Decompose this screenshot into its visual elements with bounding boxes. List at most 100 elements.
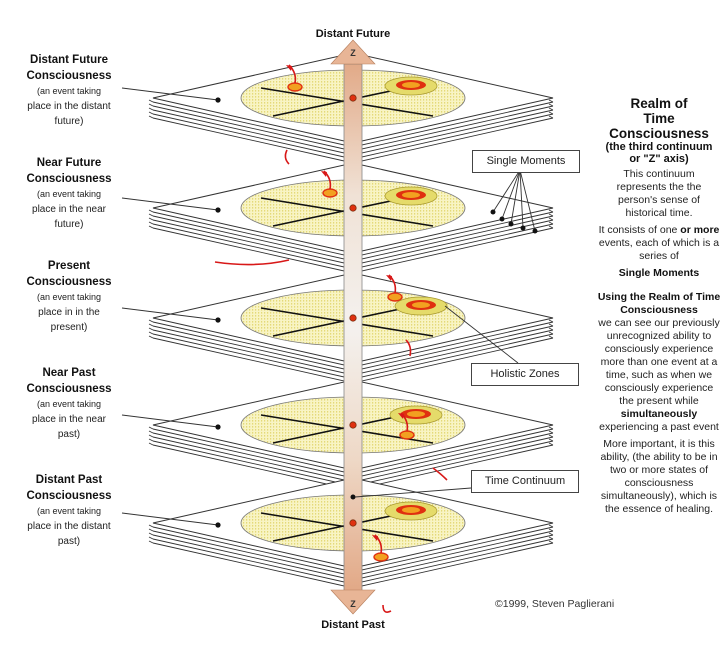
sheet-fold: [148, 528, 554, 532]
single-moments-leader: [492, 169, 521, 213]
axis-node: [349, 204, 357, 212]
sheet-fold: [148, 99, 554, 103]
time-link-curve: [214, 259, 290, 266]
sidebar-text: events, each of which is a series of: [598, 237, 720, 262]
single-moment-dot: [490, 209, 496, 215]
sheet-fold: [148, 319, 554, 323]
layer-subtitle: (an event taking: [36, 189, 102, 199]
holistic-zones-leader: [444, 305, 519, 364]
label-pointer-dot: [215, 97, 221, 103]
time-link-curve: [382, 604, 392, 613]
callout-time-continuum: Time Continuum: [471, 470, 579, 493]
sheet-fold: [148, 524, 554, 528]
layer-subtitle: place in the near: [32, 204, 106, 215]
label-pointer-dot: [215, 317, 221, 323]
single-moments-leader: [519, 169, 524, 229]
sheet-fold: [148, 438, 554, 442]
sheet-fold: [148, 103, 554, 107]
layer-title: Near Future: [36, 157, 102, 169]
event-arrowhead: [286, 65, 292, 71]
time-axis-arrow: ZZ: [330, 39, 376, 615]
sheet-fold: [148, 107, 554, 111]
sidebar-bold-text: simultaneously: [620, 408, 698, 420]
sidebar-text: we can see our previously unrecognized a…: [598, 317, 720, 407]
axis-node: [349, 94, 357, 102]
single-moment-dot: [508, 221, 514, 227]
layer-title: Distant Past: [35, 474, 103, 486]
layer-subtitle: (an event taking: [36, 86, 102, 96]
sheet-fold: [148, 536, 554, 540]
sidebar-heading: Time: [643, 111, 675, 126]
sheet-fold: [148, 442, 554, 446]
sheet-fold: [148, 217, 554, 221]
sidebar-paragraph-4: More important, it is this ability, (the…: [600, 438, 718, 515]
layer-plate-distant-past: [121, 477, 554, 589]
layers-group: [121, 52, 554, 589]
sheet-fold: [148, 434, 554, 438]
layer-subtitle: past): [57, 536, 81, 547]
label-pointer-dot: [215, 207, 221, 213]
layer-label-near-future: Near Future Consciousness (an event taki…: [14, 155, 124, 232]
label-pointer-dot: [215, 424, 221, 430]
single-moment-event: [387, 292, 403, 302]
axis-arrowhead-down: [330, 589, 376, 615]
label-leader-line: [121, 512, 219, 526]
layer-title: Near Past: [42, 367, 96, 379]
axis-letter-top: Z: [350, 48, 356, 58]
layer-title: Consciousness: [26, 383, 112, 395]
sheet-fold: [148, 426, 554, 430]
layer-subtitle: (an event taking: [36, 506, 102, 516]
sidebar-paragraph-3: Using the Realm of Time Consciousness we…: [596, 291, 722, 434]
layer-subtitle: place in in the: [38, 307, 100, 318]
sidebar-bold-text: Single Moments: [618, 267, 700, 279]
time-link-curve: [284, 149, 290, 165]
single-moment-event: [287, 82, 303, 92]
sidebar-text: experiencing a past event: [599, 421, 719, 433]
single-moment-event: [399, 430, 415, 440]
layer-title: Consciousness: [26, 490, 112, 502]
layer-label-distant-future: Distant Future Consciousness (an event t…: [14, 52, 124, 129]
single-moment-event: [322, 188, 338, 198]
sidebar-heading: Consciousness: [609, 126, 709, 141]
single-moments-leader: [510, 169, 521, 225]
label-leader-line: [121, 414, 219, 428]
sheet-fold: [148, 532, 554, 536]
axis-arrowhead-up: [330, 39, 376, 65]
label-leader-line: [121, 87, 219, 101]
layer-title: Consciousness: [26, 70, 112, 82]
layer-subtitle: present): [50, 322, 88, 333]
layer-subtitle: future): [54, 116, 84, 127]
single-moment-dot: [520, 225, 526, 231]
time-link-curve: [432, 467, 448, 481]
single-moments-leader: [519, 169, 536, 232]
sidebar-heading: Realm of: [630, 96, 688, 111]
single-moment-dot: [532, 228, 538, 234]
layer-subtitle: (an event taking: [36, 292, 102, 302]
layer-plate-near-future: [121, 162, 554, 274]
copyright-notice: ©1999, Steven Paglierani: [495, 598, 615, 610]
layer-subtitle: future): [54, 219, 84, 230]
layer-title: Present: [47, 260, 91, 272]
callout-leader-lines: [354, 169, 538, 498]
event-arrowhead: [398, 413, 404, 419]
zone-event-inner: [402, 507, 420, 513]
layer-title: Distant Future: [30, 54, 108, 66]
sheet-fold: [148, 111, 554, 115]
zone-event-inner: [412, 302, 430, 308]
event-arrowhead: [321, 171, 327, 177]
layer-subtitle: past): [57, 429, 81, 440]
axis-shaft: [343, 63, 363, 593]
sheet-fold: [148, 209, 554, 213]
sheet-fold: [148, 335, 554, 339]
layer-subtitle: place in the distant: [27, 521, 111, 532]
label-pointer-dot: [215, 522, 221, 528]
sheet-fold: [148, 115, 554, 119]
layer-subtitle: place in the near: [32, 414, 106, 425]
sidebar-paragraph-2: It consists of one or more events, each …: [596, 224, 722, 283]
event-arrowhead: [386, 275, 392, 281]
sheet-fold: [148, 225, 554, 229]
foreground-group: [214, 149, 448, 613]
sidebar-bold-text: more: [693, 224, 720, 236]
single-moments-leader: [501, 169, 521, 220]
